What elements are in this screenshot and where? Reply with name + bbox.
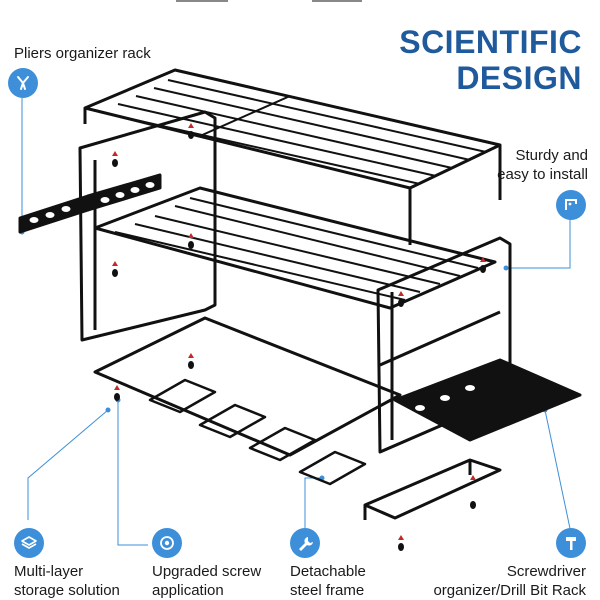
callout-drill-line1: Screwdriver [506,563,586,580]
callout-multilayer-label: Multi-layer storage solution [14,562,120,600]
callout-screw-line2: application [152,582,224,599]
drill-slots [148,378,367,486]
pliers-plate-back [86,173,162,212]
drill-holder-outline [93,316,402,457]
callout-drill-label: Screwdriver organizer/Drill Bit Rack [433,562,586,600]
callout-multilayer-line1: Multi-layer [14,563,84,580]
headline-line1: SCIENTIFIC [399,24,582,60]
middle-shelf-outline [93,186,497,310]
bit-rack [363,458,502,520]
leader-sturdy [506,218,571,269]
callout-sturdy-line2: easy to install [497,166,588,183]
screw-icon [152,528,182,558]
leader-screw [117,400,148,546]
callout-sturdy-line1: Sturdy and [515,147,588,164]
leader-lines [21,98,573,546]
rack-frame [18,68,582,520]
left-side-panel [78,110,217,342]
callout-drill-line2: organizer/Drill Bit Rack [433,582,586,599]
callout-screw-label: Upgraded screw application [152,562,261,600]
callout-frame-label: Detachable steel frame [290,562,366,600]
callout-screw-line1: Upgraded screw [152,563,262,580]
top-divider-right [312,0,362,2]
pliers-icon [8,68,38,98]
headline-line2: DESIGN [456,60,582,96]
hammer-icon [556,528,586,558]
leader-dots [19,229,548,481]
headline: SCIENTIFIC DESIGN [399,24,582,96]
screwdriver-plate [393,358,582,442]
callout-frame-line1: Detachable [290,563,366,580]
top-divider-left [176,0,228,2]
screw-markers [112,123,486,551]
callout-frame-line2: steel frame [290,582,365,599]
callout-multilayer-line2: storage solution [14,582,120,599]
leader-multilayer [27,409,109,520]
top-shelf-rods [99,79,487,185]
bracket-icon [556,190,586,220]
callout-pliers-label: Pliers organizer rack [14,45,151,62]
middle-shelf-rods [114,197,479,301]
callout-sturdy-label: Sturdy and easy to install [497,146,588,184]
layers-icon [14,528,44,558]
leader-drill [544,409,573,539]
wrench-icon [290,528,320,558]
